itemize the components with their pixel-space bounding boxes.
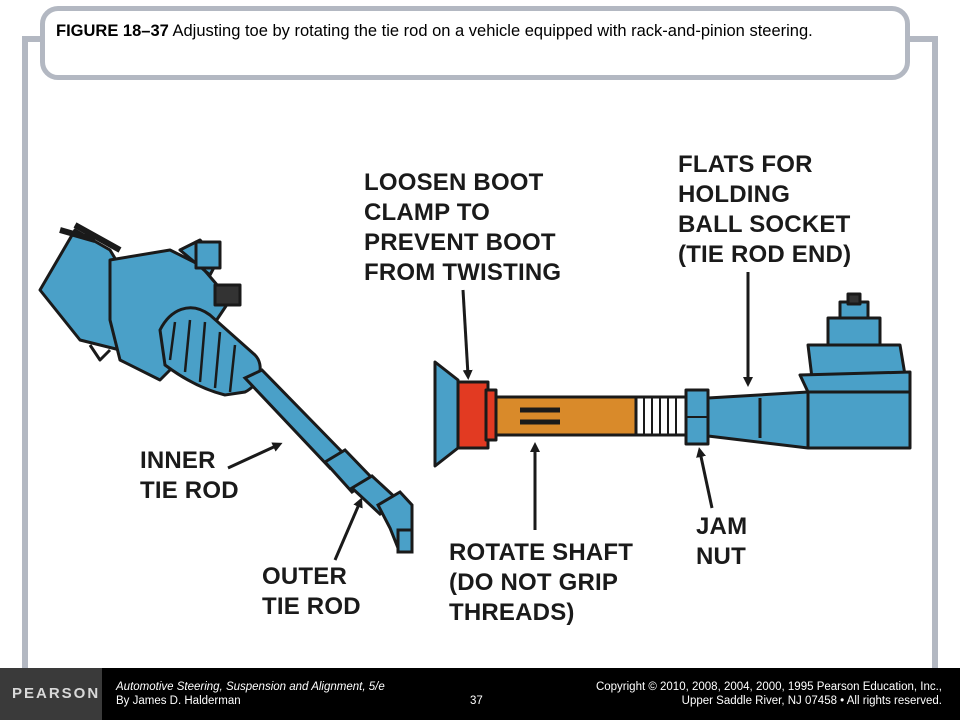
copyright-line-1: Copyright © 2010, 2008, 2004, 2000, 1995… [595,681,942,693]
label-jam-nut: JAM NUT [696,513,748,570]
copyright-line-2: Upper Saddle River, NJ 07458 • All right… [681,695,942,707]
label-loosen-boot-clamp: LOOSEN BOOT CLAMP TO PREVENT BOOT FROM T… [364,169,562,286]
label-flats-for-holding: FLATS FOR HOLDING BALL SOCKET (TIE ROD E… [678,151,852,268]
callout-arrows [227,272,753,561]
copyright: Copyright © 2010, 2008, 2004, 2000, 1995… [542,680,942,708]
book-title: Automotive Steering, Suspension and Alig… [116,681,385,693]
author: By James D. Halderman [116,695,241,707]
figure-number: FIGURE 18–37 [56,22,169,40]
frame-right-bar [932,36,938,668]
page-number: 37 [470,695,483,707]
figure-caption: FIGURE 18–37 Adjusting toe by rotating t… [56,20,876,42]
frame-top-left-bar [22,36,44,42]
label-inner-tie-rod: INNER TIE ROD [140,447,239,504]
caption-box [40,6,910,80]
frame-top-right-bar [908,36,938,42]
tie-rod-assembly [433,292,912,468]
caption-text: Adjusting toe by rotating the tie rod on… [172,22,813,40]
pearson-logo: PEARSON [0,668,102,720]
inner-boot [158,306,262,397]
tie-rod-illustration [38,222,912,561]
label-rotate-shaft: ROTATE SHAFT (DO NOT GRIP THREADS) [449,539,634,626]
label-outer-tie-rod: OUTER TIE ROD [262,563,361,620]
frame-left-bar [22,36,28,668]
inner-tie-rod-shape [242,368,414,554]
slide-footer: PEARSON Automotive Steering, Suspension … [0,668,960,720]
